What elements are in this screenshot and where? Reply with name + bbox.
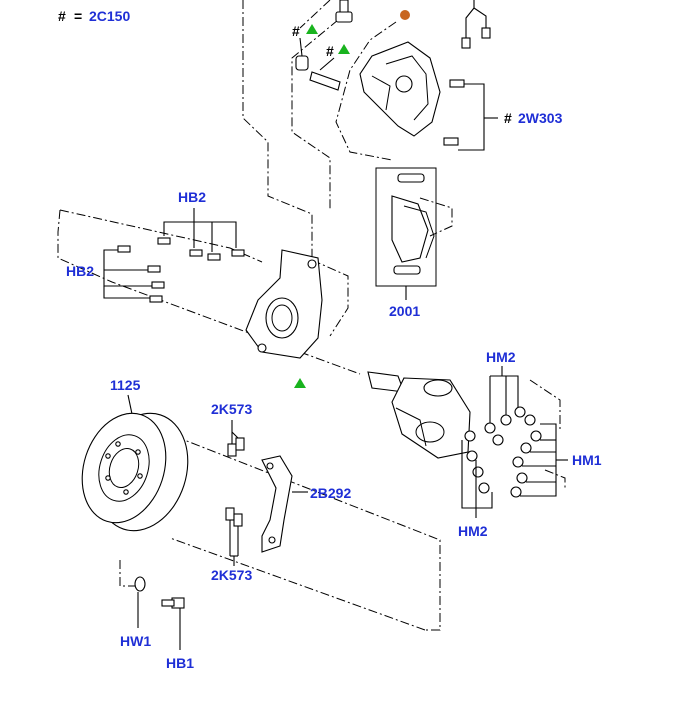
group-hash: #	[504, 110, 512, 126]
assembly-lines	[57, 0, 566, 631]
hub-assembly	[367, 371, 471, 459]
hub-nuts: HM2 HM1 HM2	[458, 349, 602, 539]
brake-pads: 2001	[375, 167, 437, 319]
brake-pads-label: 2001	[389, 303, 420, 319]
knuckle-bolts: HB2 HB2	[66, 189, 245, 303]
legend-equals: =	[74, 8, 82, 24]
bolt-label: HB1	[166, 655, 194, 671]
shield-label: 2B292	[310, 485, 351, 501]
caliper-pins: # #	[292, 23, 350, 91]
legend-code: 2C150	[89, 8, 130, 24]
washer-label: HW1	[120, 633, 151, 649]
brake-rotor: 1125	[81, 377, 189, 532]
orange-dot-icon	[400, 10, 410, 20]
green-triangle-icon	[338, 44, 350, 54]
shield-bolts-bottom-label: 2K573	[211, 567, 252, 583]
knuckle-bolts-left-label: HB2	[66, 263, 94, 279]
hub-nuts-bottom-label: HM2	[458, 523, 488, 539]
bleeder-screw	[461, 0, 491, 49]
caliper-hash-a: #	[292, 23, 300, 39]
caliper	[359, 41, 441, 137]
shield-bolts-top-label: 2K573	[211, 401, 252, 417]
legend-symbol: #	[58, 8, 66, 24]
rotor-label: 1125	[110, 377, 141, 393]
caliper-bolts: # 2W303	[443, 79, 563, 151]
washer-and-bolt: HW1 HB1	[120, 576, 194, 671]
splash-shield: 2K573 2B292 2K573	[211, 401, 351, 583]
hub-nuts-right-label: HM1	[572, 452, 602, 468]
hub-nuts-top-label: HM2	[486, 349, 516, 365]
legend: # = 2C150	[58, 8, 130, 24]
knuckle-bolts-top-label: HB2	[178, 189, 206, 205]
caliper-bolt-label: 2W303	[518, 110, 563, 126]
green-triangle-icon	[294, 378, 306, 388]
green-triangle-icon	[306, 24, 318, 34]
steering-knuckle	[245, 249, 323, 359]
caliper-hash-b: #	[326, 43, 334, 59]
upper-pin-bolt	[335, 0, 353, 23]
